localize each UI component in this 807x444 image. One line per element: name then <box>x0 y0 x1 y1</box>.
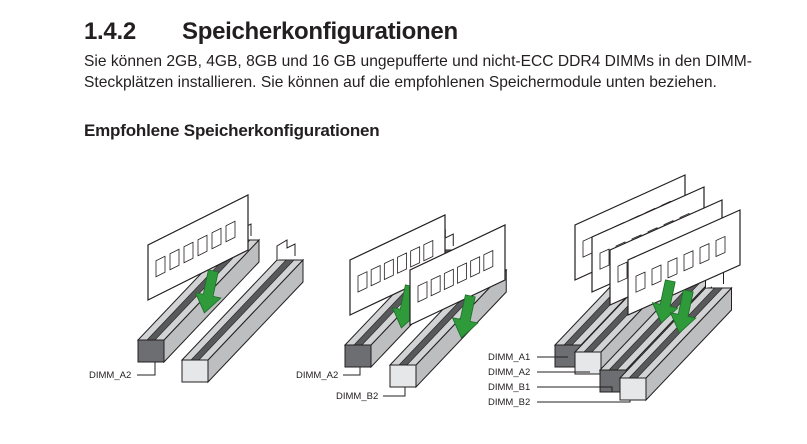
slot-latch <box>619 377 647 401</box>
memory-chip <box>683 250 694 272</box>
memory-chip <box>715 235 726 258</box>
diagram-two-dimms <box>343 214 508 397</box>
label-dimm-a2: DIMM_A2 <box>488 367 530 378</box>
insert-arrow-icon <box>651 279 679 324</box>
label-dimm-b2: DIMM_B2 <box>336 391 378 402</box>
memory-chip <box>667 257 678 279</box>
subheading: Empfohlene Speicherkonfigurationen <box>84 121 380 140</box>
label-dimm-a1: DIMM_A1 <box>488 352 530 363</box>
memory-chip <box>651 264 662 286</box>
label-leader-line <box>383 387 406 397</box>
memory-chip <box>357 271 368 293</box>
memory-chip <box>225 220 236 243</box>
memory-chip <box>370 264 381 287</box>
label-leader-line <box>137 362 156 376</box>
slot-latch <box>574 351 602 375</box>
memory-chip <box>169 248 180 271</box>
memory-chip <box>635 271 646 293</box>
label-dimm-b1: DIMM_B1 <box>488 382 530 393</box>
slot-latch <box>389 364 417 388</box>
memory-chip <box>417 281 428 303</box>
memory-chip <box>155 255 166 278</box>
slot-latch <box>344 344 372 368</box>
memory-chip <box>397 252 407 274</box>
label-leader-line <box>537 400 631 403</box>
memory-chip <box>470 256 481 278</box>
label-dimm-a2: DIMM_A2 <box>296 370 338 381</box>
label-leader-line <box>343 367 361 376</box>
section-title: Speicherkonfigurationen <box>182 18 458 45</box>
memory-chip <box>483 249 494 272</box>
memory-chip <box>423 239 434 262</box>
slot-latch <box>137 339 165 363</box>
diagram-four-dimms <box>537 174 741 403</box>
memory-chip <box>457 262 467 284</box>
label-leader-line <box>537 386 613 392</box>
slot-rear-latch <box>276 239 296 260</box>
memory-chip <box>410 246 421 268</box>
memory-chip <box>383 258 394 281</box>
memory-chip <box>183 241 194 264</box>
memory-chip <box>599 248 610 270</box>
diagram-one-dimm <box>136 194 305 384</box>
section-heading: 1.4.2 Speicherkonfigurationen <box>84 18 458 46</box>
slot-latch <box>181 359 209 383</box>
insert-arrow-icon <box>451 294 479 339</box>
insert-arrow-icon <box>194 269 222 314</box>
body-paragraph: Sie können 2GB, 4GB, 8GB und 16 GB ungep… <box>84 53 752 91</box>
label-dimm-a2: DIMM_A2 <box>89 370 131 381</box>
memory-chip <box>617 261 628 283</box>
insert-arrow-icon <box>669 289 697 334</box>
label-dimm-b2: DIMM_B2 <box>488 397 530 408</box>
memory-chip <box>699 242 710 265</box>
memory-chip <box>197 234 208 257</box>
memory-chip <box>430 274 441 297</box>
section-number: 1.4.2 <box>84 18 136 45</box>
memory-chip <box>211 227 222 250</box>
memory-chip <box>443 268 454 291</box>
